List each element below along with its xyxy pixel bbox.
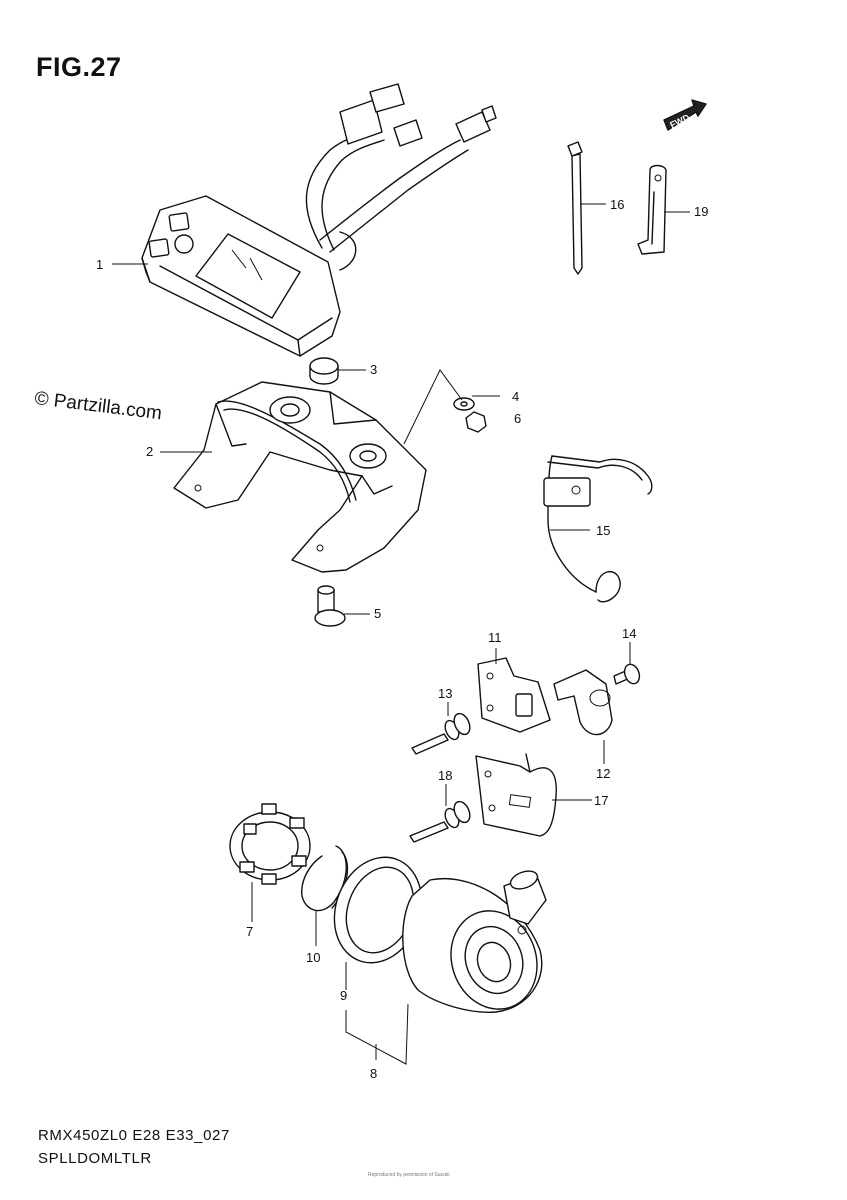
part-15-wire-clamp[interactable] <box>543 455 653 603</box>
callout-6: 6 <box>514 411 521 426</box>
callout-9: 9 <box>340 988 347 1003</box>
callout-13: 13 <box>438 686 452 701</box>
part-6-nut[interactable] <box>465 411 487 433</box>
callout-15: 15 <box>596 523 610 538</box>
callout-10: 10 <box>306 950 320 965</box>
callout-4: 4 <box>512 389 519 404</box>
callout-12: 12 <box>596 766 610 781</box>
part-1-meter-unit[interactable] <box>141 83 497 357</box>
diagram-code: RMX450ZL0 E28 E33_027 <box>38 1127 230 1144</box>
callout-3: 3 <box>370 362 377 377</box>
callout-16: 16 <box>610 197 624 212</box>
callout-19: 19 <box>694 204 708 219</box>
part-17-clamp-bracket[interactable] <box>475 753 557 837</box>
callout-1: 1 <box>96 257 103 272</box>
part-7-retainer[interactable] <box>229 803 311 885</box>
part-2-meter-bracket[interactable] <box>173 381 427 573</box>
part-11-plate[interactable] <box>477 657 551 733</box>
callout-17: 17 <box>594 793 608 808</box>
fwd-arrow-icon: FWD <box>663 99 707 131</box>
part-14-screw[interactable] <box>613 662 642 686</box>
part-18-screw[interactable] <box>409 799 473 843</box>
part-8-sensor-housing[interactable] <box>402 868 551 1022</box>
figure-title: FIG.27 <box>36 52 122 82</box>
part-19-clamp[interactable] <box>637 164 667 255</box>
part-13-screw[interactable] <box>411 711 473 755</box>
part-9-seal[interactable] <box>320 845 436 975</box>
callout-7: 7 <box>246 924 253 939</box>
part-4-washer[interactable] <box>453 397 475 411</box>
callout-2: 2 <box>146 444 153 459</box>
callout-14: 14 <box>622 626 636 641</box>
callout-8: 8 <box>370 1066 377 1081</box>
part-3-grommet[interactable] <box>309 357 339 385</box>
callout-11: 11 <box>488 630 502 645</box>
fine-print: Reproduced by permission of Suzuki <box>368 1172 450 1178</box>
part-12-cable-clamp[interactable] <box>553 669 613 736</box>
part-5-bolt[interactable] <box>314 585 346 627</box>
leader-lines <box>112 203 690 1065</box>
part-16-cable-tie[interactable] <box>567 141 583 275</box>
callout-5: 5 <box>374 606 381 621</box>
callout-18: 18 <box>438 768 452 783</box>
diagram-name: SPLLDOMLTLR <box>38 1150 152 1167</box>
